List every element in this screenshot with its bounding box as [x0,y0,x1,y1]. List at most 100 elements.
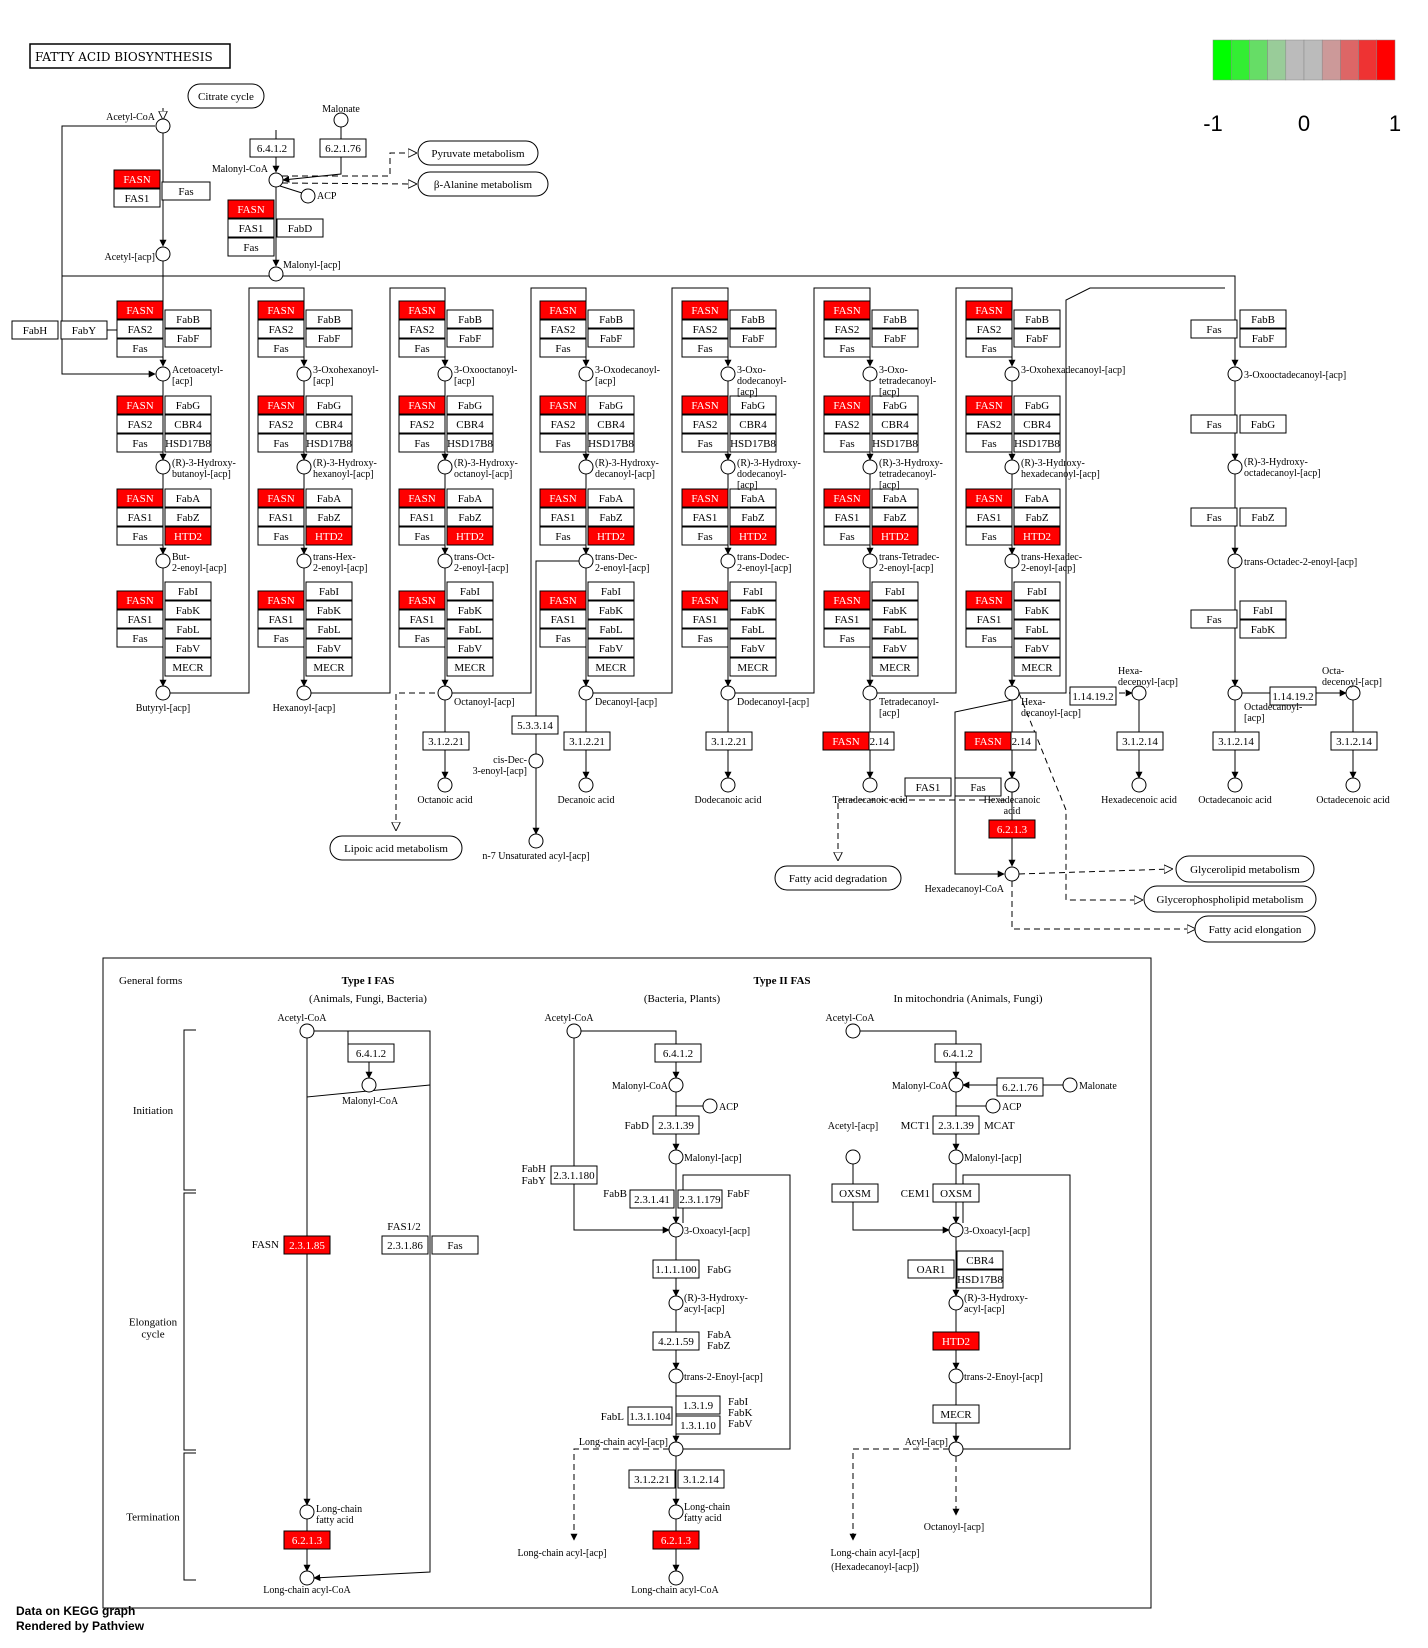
gene-box: FabG [871,395,919,415]
gene-box-label: Fas [1206,324,1221,336]
gene-box-rect [164,600,212,620]
label: (R)-3-Hydroxy-hexanoyl-[acp] [313,458,377,480]
gene-box-rect [305,433,353,453]
gene-box-rect [539,414,587,434]
compound-node [299,1504,315,1520]
gene-box: FAS1 [681,507,729,527]
gene-box: HTD2 [446,526,494,546]
gene-box-label: FabF [177,333,200,345]
gene-box-label: FASN [237,204,264,216]
gene-box-rect [681,414,729,434]
gene-box-label: FAS1 [693,512,718,524]
compound-node [668,1222,684,1238]
gene-box: 3.1.2.14 [1116,731,1164,751]
gene-box-label: FASN [408,493,435,505]
label: CEM1 [901,1188,930,1200]
gene-box-label: FabK [883,605,908,617]
compound-node [1062,1077,1078,1093]
gene-box-rect [729,619,777,639]
gene-box-rect [871,395,919,415]
gene-box: FabG [1239,414,1287,434]
gene-box-rect [1239,507,1287,527]
gene-box-label: FASN [833,595,860,607]
gene-box: FabV [305,638,353,658]
label: 3-Oxo-dodecanoyl-[acp] [737,365,786,398]
gene-box-label: HSD17B8 [1014,438,1060,450]
gene-box: CBR4 [729,414,777,434]
label: Malonyl-CoA [212,164,269,175]
gene-box-label: FabK [599,605,624,617]
fatty-acid-degradation-link: Fatty acid degradation [774,865,902,891]
gene-box: HSD17B8 [729,433,777,453]
gene-box: FAS2 [965,414,1013,434]
gene-box-rect [1239,328,1287,348]
gene-box-label: 3.1.2.14 [1218,736,1254,748]
compound-node [1227,777,1243,793]
gene-box-rect [965,609,1013,629]
gene-box-label: 2.3.1.39 [658,1120,694,1132]
gene-box-label: OXSM [940,1188,972,1200]
keto-node [862,366,878,382]
gene-box-label: FASN [408,400,435,412]
gene-box: Fas [227,237,275,257]
gene-box-label: HSD17B8 [306,438,352,450]
label: Long-chain acyl-[acp](Hexadecanoyl-[acp]… [830,1548,919,1573]
gene-box: 1.3.1.10 [675,1415,721,1435]
gene-box-label: FabF [600,333,623,345]
gene-box: HTD2 [587,526,635,546]
gene-box-rect [965,395,1013,415]
gene-box-label: 6.2.1.76 [325,143,361,155]
gene-box-rect [1013,309,1061,329]
gene-box-rect [164,414,212,434]
gene-box-label: FAS1 [128,614,153,626]
gene-box-rect [1013,328,1061,348]
gene-box-label: 4.2.1.59 [658,1336,694,1348]
gene-box-rect [729,433,777,453]
reaction-line [1018,692,1142,900]
footer: Data on KEGG graph Rendered by Pathview [16,1604,144,1634]
gene-box-rect [257,609,305,629]
gene-box-label: FAS2 [693,324,718,336]
gene-box-rect [652,1530,700,1550]
gene-box-rect [1013,433,1061,453]
gene-box-label: FabB [176,314,200,326]
gene-box: FabB [871,309,919,329]
gene-box: FabA [729,488,777,508]
gene-box-rect [587,328,635,348]
compound-node [155,246,171,262]
label: ACP [317,191,337,202]
gene-box: FASN [398,590,446,610]
gene-box-rect [1069,686,1117,706]
gene-box-rect [116,590,164,610]
label: 3-Oxodecanoyl-[acp] [595,365,660,387]
gene-box-rect [705,731,753,751]
gene-box-rect [563,731,611,751]
gene-box-rect [871,433,919,453]
gene-box-rect [871,507,919,527]
reaction-line [581,1030,677,1044]
gene-box: Fas [954,777,1002,797]
gene-box: 5.3.3.14 [511,715,559,735]
gene-box: FabZ [446,507,494,527]
hydroxy-node [437,459,453,475]
gene-box: FabD [276,218,324,238]
gene-box: FabF [587,328,635,348]
label: trans-Dodec-2-enoyl-[acp] [737,552,791,574]
enoyl-node [437,553,453,569]
gene-box-label: FabL [458,624,482,636]
gene-box: FAS1 [116,609,164,629]
gene-box-rect [257,338,305,358]
reaction-line [313,1030,431,1582]
gene-box: FAS1 [823,609,871,629]
gene-box-label: Fas [132,531,147,543]
label: Hexadecenoic acid [1101,795,1177,806]
gene-box-label: CBR4 [456,419,484,431]
gene-box-label: FAS2 [835,324,860,336]
label: MCT1 [901,1120,930,1132]
gene-box-rect [681,590,729,610]
acid-node [862,777,878,793]
gene-box-rect [113,169,161,189]
keto-node [437,366,453,382]
